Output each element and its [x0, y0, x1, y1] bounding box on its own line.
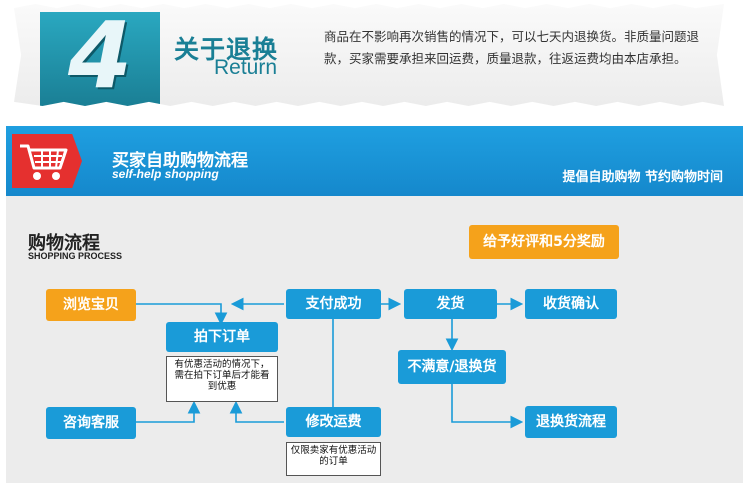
step-modify-freight: 修改运费: [286, 407, 381, 437]
shopping-cart-icon: [20, 144, 68, 180]
step-order: 拍下订单: [166, 322, 278, 352]
freight-note: 仅限卖家有优惠活动的订单: [286, 442, 381, 476]
reward-badge: 给予好评和5分奖励: [469, 225, 619, 259]
return-policy-text: 商品在不影响再次销售的情况下，可以七天内退换货。非质量问题退款，买家需要承担来回…: [324, 29, 700, 66]
order-note: 有优惠活动的情况下，需在拍下订单后才能看到优惠: [166, 356, 278, 402]
section-number: 4: [67, 2, 132, 109]
return-number-block: [40, 12, 160, 106]
cart-badge: [12, 134, 82, 188]
header-title: 买家自助购物流程: [112, 151, 248, 171]
step-pay: 支付成功: [286, 289, 381, 319]
return-title: 关于退换: [174, 35, 279, 64]
process-subtitle: SHOPPING PROCESS: [28, 251, 123, 261]
step-confirm: 收货确认: [525, 289, 617, 319]
step-return-flow: 退换货流程: [525, 406, 617, 438]
shopping-process-panel: 买家自助购物流程 self-help shopping 提倡自助购物 节约购物时…: [6, 126, 743, 483]
flow-arrows: [136, 297, 524, 429]
shopping-header: 买家自助购物流程 self-help shopping 提倡自助购物 节约购物时…: [6, 126, 743, 196]
step-ship: 发货: [404, 289, 497, 319]
return-title-english: Return: [214, 56, 278, 79]
header-slogan: 提倡自助购物 节约购物时间: [562, 170, 723, 185]
step-browse: 浏览宝贝: [46, 289, 136, 321]
step-consult: 咨询客服: [46, 407, 136, 439]
step-unsatisfied: 不满意/退换货: [398, 350, 506, 384]
return-policy-banner: 4 关于退换 Return 商品在不影响再次销售的情况下，可以七天内退换货。非质…: [14, 4, 724, 106]
header-subtitle: self-help shopping: [112, 167, 219, 181]
process-title: 购物流程: [28, 233, 100, 254]
